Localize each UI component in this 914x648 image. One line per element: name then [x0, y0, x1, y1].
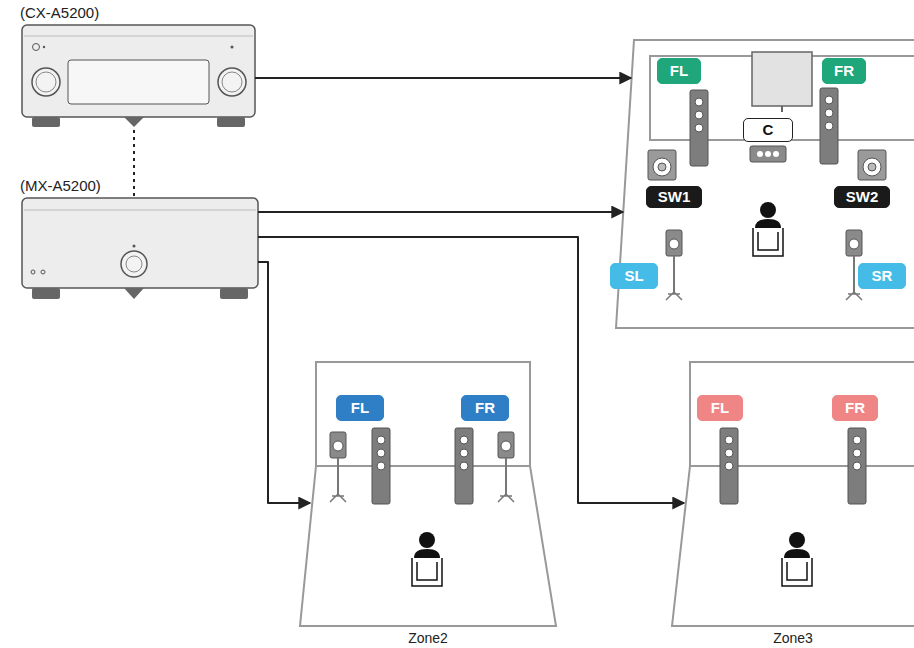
- av-receiver: [22, 25, 255, 127]
- channel-label: FR: [834, 62, 854, 80]
- channel-label: FR: [845, 399, 865, 417]
- zone2-room: [300, 362, 556, 626]
- signal-arrow: [255, 77, 631, 79]
- channel-label: FL: [670, 62, 688, 80]
- power-amplifier: [22, 198, 258, 299]
- channel-label: FR: [475, 399, 495, 417]
- zone-label: Zone2: [300, 630, 556, 646]
- zone-label: Zone3: [672, 630, 914, 646]
- speaker-label: FL: [336, 395, 384, 421]
- speaker-label: SW2: [834, 186, 890, 208]
- channel-label: SL: [624, 267, 643, 285]
- signal-arrow: [258, 262, 310, 503]
- channel-label: C: [763, 121, 774, 139]
- channel-label: SW2: [846, 188, 879, 206]
- speaker-label: FL: [657, 58, 701, 84]
- av-receiver: (CX-A5200): [22, 25, 255, 128]
- power-amplifier: (MX-A5200): [22, 198, 258, 305]
- channel-label: SW1: [658, 188, 691, 206]
- zone3-room: [672, 362, 914, 626]
- model-label: (MX-A5200): [20, 177, 101, 195]
- signal-arrow: [258, 237, 684, 503]
- speaker-label: SR: [858, 263, 906, 289]
- zone3-room: Zone3FLFR: [672, 362, 914, 628]
- speaker-label: SW1: [646, 186, 702, 208]
- speaker-label: FR: [832, 395, 878, 421]
- speaker-label: C: [743, 118, 793, 142]
- signal-arrow: [258, 211, 623, 213]
- listening-room: FL FR C SW1 SW2SL SR: [616, 40, 914, 328]
- speaker-label: SL: [610, 263, 658, 289]
- model-label: (CX-A5200): [20, 4, 99, 22]
- speaker-label: FL: [697, 395, 743, 421]
- speaker-label: FR: [461, 395, 509, 421]
- speaker-label: FR: [822, 58, 866, 84]
- zone2-room: Zone2FLFR: [300, 362, 556, 628]
- main-room: [616, 40, 914, 328]
- channel-label: FL: [351, 399, 369, 417]
- channel-label: SR: [872, 267, 893, 285]
- channel-label: FL: [711, 399, 729, 417]
- link-line: [133, 130, 135, 196]
